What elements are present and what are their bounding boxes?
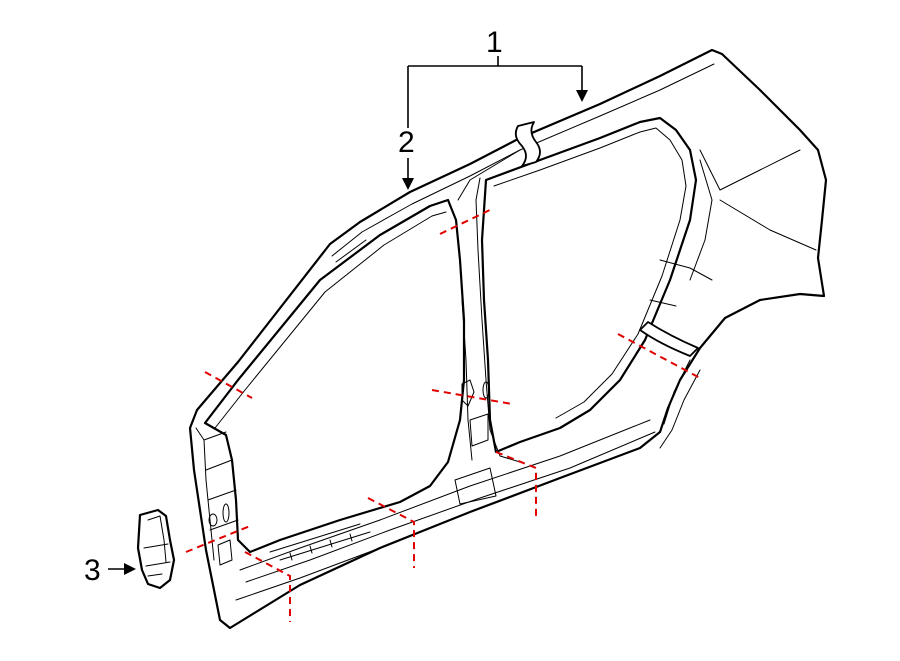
- callout-2-arrow-icon: [402, 178, 414, 190]
- cut-line-rocker-middle: [367, 497, 415, 568]
- cut-lines: [185, 207, 701, 622]
- callout-1-leader: [408, 56, 583, 92]
- uniside-panel[interactable]: [188, 48, 828, 630]
- cut-line-b-pillar-upper: [439, 207, 495, 235]
- cut-line-b-pillar-lower: [431, 389, 513, 405]
- callout-3-arrow-icon: [124, 563, 136, 575]
- callout-1-label: 1: [486, 26, 503, 59]
- cut-line-rocker-front: [244, 551, 291, 622]
- bracket-part[interactable]: [136, 508, 176, 590]
- callout-2: 2: [398, 66, 415, 190]
- callout-1: 1: [408, 26, 588, 102]
- callout-1-arrow-icon: [576, 90, 588, 102]
- cut-line-c-pillar: [617, 333, 701, 379]
- cut-line-a-pillar-upper: [204, 371, 253, 399]
- callout-3-label: 3: [84, 554, 101, 587]
- cut-line-rocker-rear: [495, 451, 537, 516]
- callout-2-label: 2: [398, 126, 415, 159]
- callout-3: 3: [84, 554, 136, 587]
